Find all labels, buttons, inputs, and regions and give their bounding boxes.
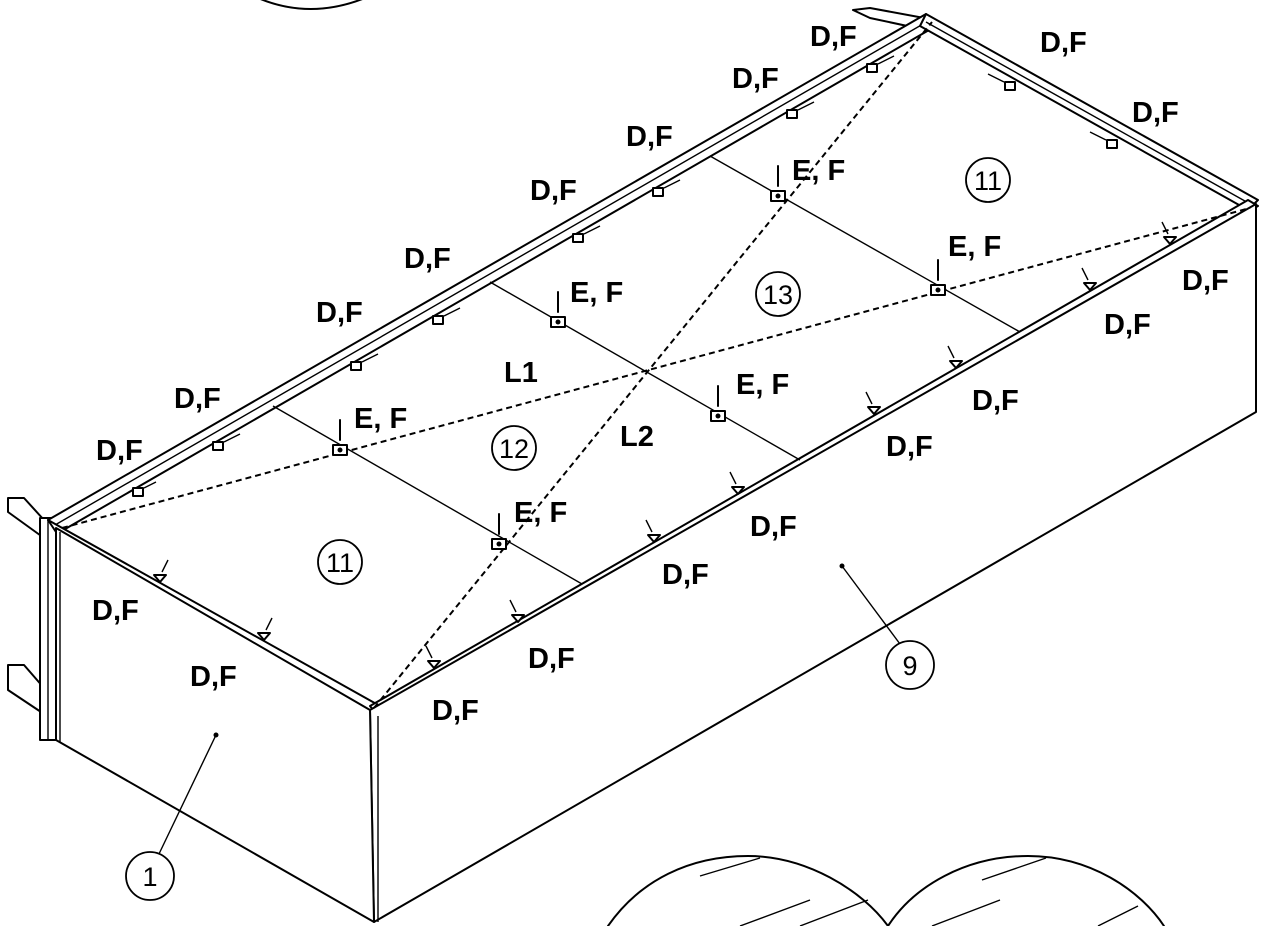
svg-text:1: 1: [142, 862, 157, 892]
label-df: D,F: [662, 559, 709, 591]
left-end-panel: [7, 497, 61, 741]
label-df: D,F: [432, 695, 479, 727]
label-df: D,F: [626, 121, 673, 153]
callout-13: 13: [755, 271, 801, 317]
left-side-panel: [55, 527, 375, 923]
callout-12: 12: [491, 425, 537, 471]
svg-text:11: 11: [326, 548, 354, 578]
label-df: D,F: [732, 63, 779, 95]
df-labels: D,F D,F D,F D,F D,F D,F D,F D,F D,F D,F …: [92, 21, 1229, 727]
label-df: D,F: [1132, 97, 1179, 129]
label-df: D,F: [886, 431, 933, 463]
svg-text:11: 11: [974, 166, 1002, 196]
diagonal-label-l2: L2: [620, 421, 654, 453]
label-df: D,F: [1104, 309, 1151, 341]
label-df: D,F: [810, 21, 857, 53]
front-rail-connectors: [153, 221, 1177, 669]
detail-circles-bottom: [607, 855, 1165, 926]
callout-9: 9: [839, 563, 935, 690]
label-df: D,F: [972, 385, 1019, 417]
callout-11-bottom: 11: [317, 539, 363, 585]
label-ef: E, F: [736, 369, 789, 401]
svg-text:13: 13: [763, 280, 793, 310]
label-df: D,F: [92, 595, 139, 627]
label-ef: E, F: [570, 277, 623, 309]
label-ef: E, F: [948, 231, 1001, 263]
seam-connectors: [332, 165, 946, 550]
callout-1: 1: [125, 732, 219, 901]
svg-text:12: 12: [499, 434, 529, 464]
label-df: D,F: [1182, 265, 1229, 297]
label-df: D,F: [528, 643, 575, 675]
ef-labels: E, F E, F E, F E, F E, F E, F: [354, 155, 1001, 529]
callout-11-top: 11: [965, 157, 1011, 203]
label-ef: E, F: [354, 403, 407, 435]
label-df: D,F: [316, 297, 363, 329]
partial-circle-top: [260, 0, 363, 10]
label-ef: E, F: [514, 497, 567, 529]
label-df: D,F: [96, 435, 143, 467]
label-df: D,F: [174, 383, 221, 415]
diagonal-measurements: [61, 21, 1251, 709]
label-df: D,F: [404, 243, 451, 275]
label-df: D,F: [530, 175, 577, 207]
label-df: D,F: [190, 661, 237, 693]
back-rail-connectors: [132, 55, 1118, 497]
svg-text:9: 9: [902, 651, 917, 681]
label-df: D,F: [750, 511, 797, 543]
label-ef: E, F: [792, 155, 845, 187]
label-df: D,F: [1040, 27, 1087, 59]
diagonal-label-l1: L1: [504, 357, 538, 389]
